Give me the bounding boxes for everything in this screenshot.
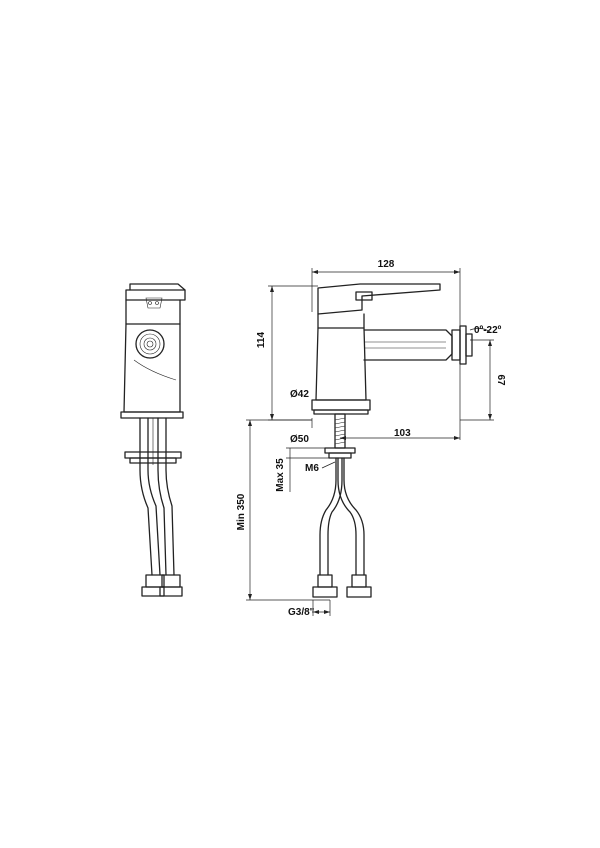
side-view [120,283,186,597]
front-lever [317,283,441,315]
side-cartridge [125,299,181,325]
dim-width-top: 128 [378,259,395,270]
dim-hose-length: Min 350 [236,493,247,530]
dim-base-dia: Ø42 [290,389,309,400]
dimension-lines [246,268,494,616]
threaded-rod-icon [334,413,346,449]
dim-hose-thread: G3/8" [288,607,315,618]
side-body [123,323,181,413]
front-base-flange [311,399,371,411]
dim-spout-reach: 103 [394,428,411,439]
front-body [315,327,367,401]
dim-rod-thread: M6 [305,463,319,474]
front-hoses [312,457,372,598]
side-lever [125,289,186,301]
side-hoses [124,417,183,597]
side-base-flange [120,411,184,419]
nozzle-icon [451,325,473,365]
dim-flange-dia: Ø50 [290,434,309,445]
front-view [311,283,473,598]
dim-height-left: 114 [256,331,267,348]
lever-indicator-icon [145,297,163,309]
aerator-icon [135,329,165,359]
dim-angle: 0º-22º [474,325,502,336]
dim-spout-height: 67 [495,374,506,386]
front-cartridge [317,313,365,329]
dimension-labels: 128 114 0º-22º 67 Ø42 Ø50 103 Max 35 M6 … [236,259,506,618]
dim-max-thickness: Max 35 [275,458,286,492]
front-spout [363,329,453,361]
side-lever-top [129,283,186,291]
